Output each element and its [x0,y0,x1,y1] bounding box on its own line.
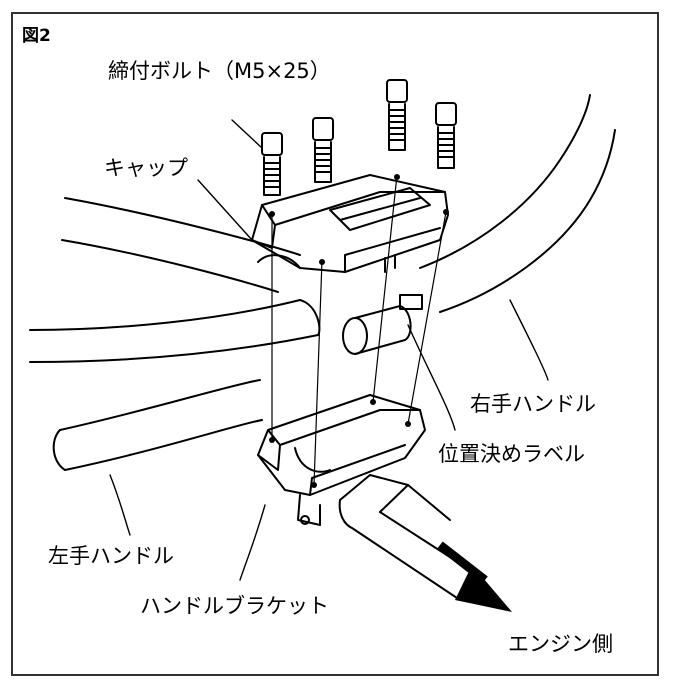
engine-side-arrow [437,541,512,612]
cap-label: キャップ [104,156,188,180]
bolts-label: 締付ボルト（M5×25） [108,59,331,83]
right-handle-label: 右手ハンドル [470,392,596,416]
bracket-arm [338,474,471,601]
handle-bracket [257,394,426,526]
bracket-label: ハンドルブラケット [140,594,329,618]
positioning-label-label: 位置決めラベル [438,442,585,466]
left-handlebar [29,299,321,471]
figure-number: 図2 [22,26,51,46]
figure-frame [11,12,659,676]
leader-lines [109,119,549,581]
bolt-2 [312,117,334,183]
bolt-3 [386,79,408,151]
cap-part [251,174,449,273]
right-handlebar [61,94,616,313]
bolt-4 [435,102,457,169]
left-handle-label: 左手ハンドル [48,544,174,568]
bolt-1 [261,132,283,196]
bolt-holes [269,174,449,488]
alignment-lines [271,174,447,486]
engine-side-label: エンジン側 [508,632,613,656]
positioning-collar [342,294,423,355]
